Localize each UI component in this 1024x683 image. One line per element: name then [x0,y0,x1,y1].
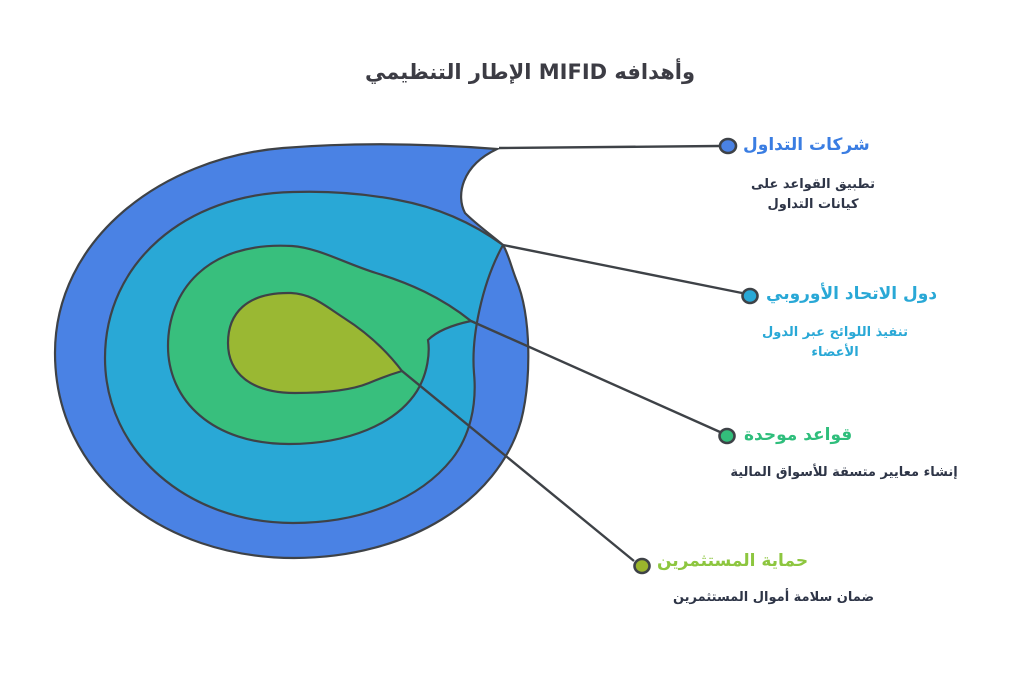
marker-dot-trading-firms [718,137,738,155]
callout-line-investor-protection [401,370,635,562]
marker-dot-investor-protection [633,557,651,575]
callout-line-trading-firms [498,144,720,150]
callout-label-eu-countries: دول الاتحاد الأوروبي [766,284,938,304]
callout-label-unified-rules: قواعد موحدة [744,425,853,445]
callout-description-unified-rules: إنشاء معايير متسقة للأسواق المالية [730,465,958,480]
callout-description-trading-firms: تطبيق القواعد على كيانات التداول [751,177,875,213]
callout-label-trading-firms: شركات التداول [743,135,870,155]
callout-description-investor-protection: ضمان سلامة أموال المستثمرين [672,590,875,605]
blob-investor-protection [226,291,404,395]
callout-label-investor-protection: حماية المستثمرين [657,551,809,571]
callout-description-eu-countries: تنفيذ اللوائح عبر الدول الأعضاء [762,325,908,361]
marker-dot-eu-countries [741,287,759,305]
marker-dot-unified-rules [718,427,736,445]
callout-line-eu-countries [502,243,743,295]
callout-line-unified-rules [470,319,721,434]
diagram-title: وأهدافه MIFID الإطار التنظيمي [364,60,696,84]
